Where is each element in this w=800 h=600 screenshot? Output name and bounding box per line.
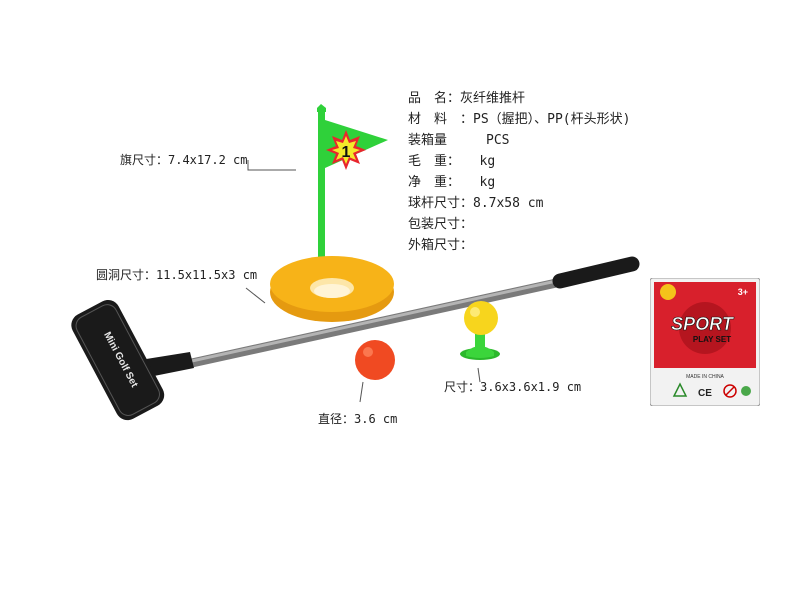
ball-diameter-label: 直径：3.6 cm <box>318 412 398 426</box>
card-sub: PLAY SET <box>693 335 731 344</box>
card-ce: CE <box>698 388 712 399</box>
recycle-icon <box>672 382 688 397</box>
card-made-in: MADE IN CHINA <box>686 374 724 380</box>
spec-package-size: 包装尺寸： <box>408 217 474 232</box>
tee-with-ball <box>460 301 500 360</box>
hole-leader-line <box>245 287 266 304</box>
green-dot-icon <box>741 386 751 396</box>
tee-leader-line <box>477 367 481 383</box>
golf-hole <box>270 256 394 322</box>
red-golf-ball <box>355 340 395 380</box>
card-brand: SPORT <box>671 314 735 334</box>
ball-leader-line <box>359 381 364 403</box>
packaging-card: 3+ SPORT PLAY SET MADE IN CHINA CE <box>650 278 760 406</box>
leader-lines <box>245 160 481 403</box>
flag: 1 <box>317 104 388 260</box>
spec-name: 品 名：灰纤维推杆 <box>408 91 526 106</box>
spec-carton-size: 外箱尺寸： <box>408 238 474 253</box>
flag-number: 1 <box>342 144 351 161</box>
hole-size-label: 圆洞尺寸：11.5x11.5x3 cm <box>96 268 258 282</box>
tee-size-label: 尺寸：3.6x3.6x1.9 cm <box>444 380 582 394</box>
putter: Mini Golf Set <box>71 256 640 421</box>
card-age: 3+ <box>738 287 748 297</box>
flag-leader-line <box>247 160 296 171</box>
putter-head: Mini Golf Set <box>71 299 165 421</box>
spec-net-weight: 净 重： kg <box>408 175 496 190</box>
spec-club-size: 球杆尺寸：8.7x58 cm <box>408 196 544 211</box>
spec-material: 材 料 ：PS（握把）、PP(杆头形状) <box>408 112 631 127</box>
spec-packing-qty: 装箱量 PCS <box>408 133 510 148</box>
spec-block: 品 名：灰纤维推杆 材 料 ：PS（握把）、PP(杆头形状) 装箱量 PCS 毛… <box>408 88 630 256</box>
warning-icon <box>723 384 737 398</box>
card-logo-icon <box>660 284 676 300</box>
putter-grip <box>552 256 640 289</box>
flag-size-label: 旗尺寸：7.4x17.2 cm <box>120 153 248 167</box>
spec-gross-weight: 毛 重： kg <box>408 154 496 169</box>
